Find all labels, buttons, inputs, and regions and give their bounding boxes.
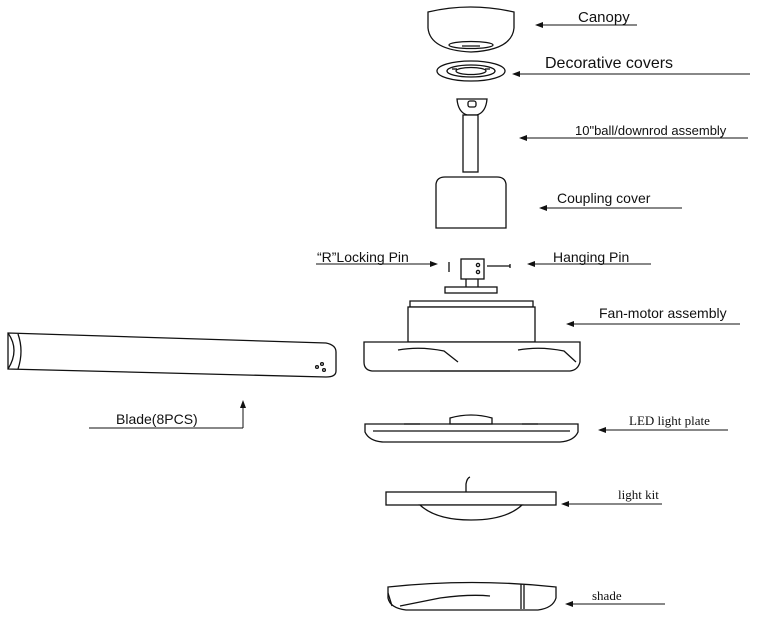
fan-motor-part <box>363 300 581 372</box>
blade-part <box>7 332 337 378</box>
shade-label: shade <box>592 588 622 603</box>
canopy-label: Canopy <box>578 9 630 26</box>
blade-label: Blade(8PCS) <box>116 411 198 427</box>
fan-motor-assembly-label: Fan-motor assembly <box>599 305 727 321</box>
light-kit-label: light kit <box>618 487 659 502</box>
coupling-cover-part <box>435 176 507 229</box>
shade-part <box>387 581 557 611</box>
hanging-pin-label: Hanging Pin <box>553 249 629 265</box>
r-locking-pin-label: “R”Locking Pin <box>317 249 409 265</box>
canopy-part <box>427 6 515 53</box>
decorative-cover-part <box>436 60 506 82</box>
led-light-plate-label: LED light plate <box>629 413 710 428</box>
light-kit-part <box>385 476 557 521</box>
hanger-bracket-part <box>444 258 511 294</box>
leader-lines <box>89 22 750 607</box>
led-light-plate-part <box>364 414 579 443</box>
coupling-cover-label: Coupling cover <box>557 190 651 206</box>
decorative-covers-label: Decorative covers <box>545 55 673 72</box>
downrod-assembly-label: 10"ball/downrod assembly <box>575 123 727 138</box>
downrod-part <box>456 98 488 173</box>
